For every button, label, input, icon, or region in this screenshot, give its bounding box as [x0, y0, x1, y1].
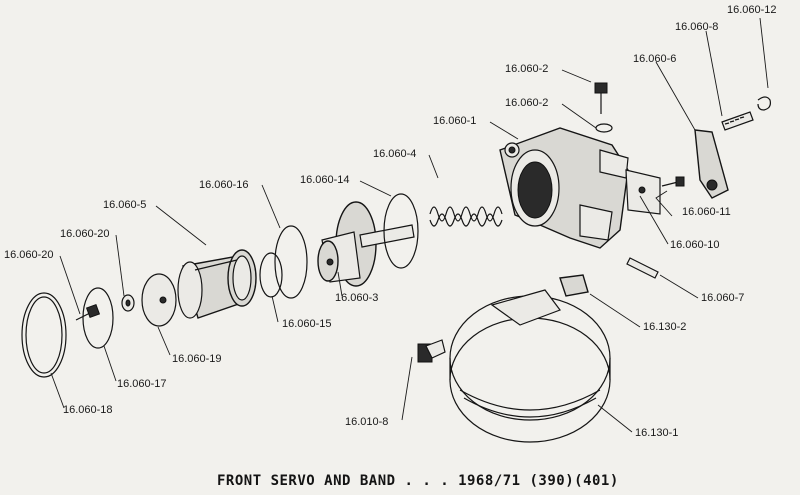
part-labels: 16.060-12 16.060-8 16.060-6 16.060-2 16.… [4, 4, 777, 439]
label-16-060-8: 16.060-8 [675, 21, 718, 33]
band-screw-part [417, 339, 446, 363]
label-16-060-11: 16.060-11 [682, 206, 731, 218]
bracket-screw-part [661, 176, 685, 187]
servo-band-part [449, 289, 611, 443]
label-16-060-7: 16.060-7 [701, 292, 744, 304]
label-16-060-5: 16.060-5 [103, 199, 146, 211]
label-16-130-2: 16.130-2 [643, 321, 686, 333]
servo-cup-part [177, 249, 257, 319]
label-16-060-15: 16.060-15 [282, 318, 332, 330]
label-16-010-8: 16.010-8 [345, 416, 388, 428]
label-16-060-2-bolt: 16.060-2 [505, 63, 548, 75]
label-16-060-17: 16.060-17 [117, 378, 167, 390]
label-16-060-18: 16.060-18 [63, 404, 113, 416]
screw-part [75, 303, 101, 321]
servo-piston-part [317, 201, 415, 287]
label-16-060-16: 16.060-16 [199, 179, 249, 191]
leader-lines [50, 17, 769, 433]
o-ring-17-part [82, 287, 114, 349]
label-16-060-6: 16.060-6 [633, 53, 676, 65]
label-16-060-4: 16.060-4 [373, 148, 416, 160]
snap-ring-part [21, 292, 67, 378]
label-16-060-2-washer: 16.060-2 [505, 97, 548, 109]
diagram-caption: FRONT SERVO AND BAND . . . 1968/71 (390)… [217, 473, 619, 489]
lever-part [694, 129, 729, 199]
label-16-060-14: 16.060-14 [300, 174, 350, 186]
label-16-060-3: 16.060-3 [335, 292, 378, 304]
washer-part [121, 294, 135, 312]
bolt-part [594, 82, 608, 114]
servo-body-part [499, 127, 629, 249]
lock-washer-part [595, 123, 613, 133]
piston-disc-part [141, 273, 177, 327]
label-16-060-1: 16.060-1 [433, 115, 476, 127]
ring-14-part [383, 193, 419, 269]
label-16-060-10: 16.060-10 [670, 239, 720, 251]
label-16-060-19: 16.060-19 [172, 353, 222, 365]
label-16-060-20-washer: 16.060-20 [60, 228, 110, 240]
ring-15-part [259, 252, 283, 298]
adjusting-screw-part [721, 111, 754, 131]
label-16-130-1: 16.130-1 [635, 427, 678, 439]
bracket-part [625, 169, 661, 215]
pin-part [626, 257, 659, 279]
strut-part [559, 274, 589, 297]
label-16-060-20-screw: 16.060-20 [4, 249, 54, 261]
servo-spring-part [429, 206, 503, 227]
ring-16-part [274, 225, 308, 299]
clip-part [757, 96, 771, 111]
label-16-060-12: 16.060-12 [727, 4, 777, 16]
